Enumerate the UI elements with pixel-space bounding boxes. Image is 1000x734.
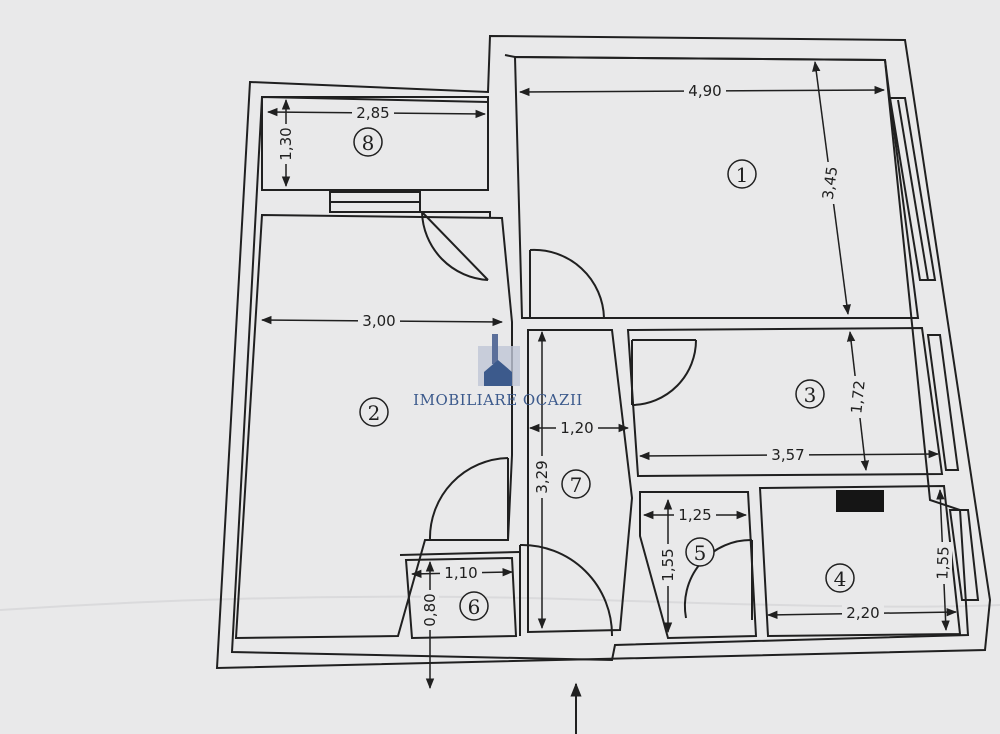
radiator-block	[836, 490, 884, 512]
room-6-marker	[459, 591, 489, 621]
room-1-outline	[513, 55, 920, 319]
room-6-outline	[404, 556, 518, 640]
room-4-outline	[758, 484, 962, 638]
room-3-number: 3	[804, 383, 817, 407]
room-5-number: 5	[694, 541, 707, 565]
room-1-number: 1	[736, 163, 749, 187]
room-7-marker	[561, 469, 591, 499]
room-4-number: 4	[834, 567, 847, 591]
room-6-wall	[399, 551, 521, 556]
watermark-text: IMOBILIARE OCAZII	[413, 391, 583, 409]
room-2-number: 2	[368, 401, 381, 425]
room-1-marker	[727, 159, 757, 189]
room-2-niche	[420, 211, 491, 218]
dim-room-3-height: 1,72	[847, 379, 868, 414]
dim-room-5-width: 1,25	[678, 506, 711, 524]
dim-room-1-height: 3,45	[819, 165, 841, 201]
room-4-marker	[825, 563, 855, 593]
dim-room-7-height: 3,29	[533, 460, 551, 493]
dim-room-7-width: 1,20	[560, 419, 593, 437]
room-7-outline	[527, 329, 634, 634]
room-3-window	[926, 334, 960, 471]
room-markers	[353, 127, 855, 621]
dim-room-4-width: 2,20	[846, 604, 879, 622]
room-3-outline	[626, 326, 944, 478]
room-5-marker	[685, 537, 715, 567]
room-5-outline	[639, 491, 758, 640]
dim-room-2-width: 3,00	[362, 312, 395, 330]
house-icon	[484, 360, 512, 386]
dim-room-3-width: 3,57	[771, 446, 804, 464]
room-2-marker	[359, 397, 389, 427]
door-room-3-icon	[631, 339, 697, 406]
dim-room-8-height: 1,30	[277, 127, 295, 160]
room-7-number: 7	[570, 473, 583, 497]
room-6-number: 6	[468, 595, 481, 619]
door-room-2-icon	[428, 457, 509, 541]
dim-room-5-height: 1,55	[659, 548, 677, 581]
door-room-8-icon	[421, 211, 489, 281]
room-1-window	[888, 97, 937, 281]
room-8-marker	[353, 127, 383, 157]
paper-fold	[0, 595, 1000, 611]
room-8-outline	[261, 96, 489, 191]
door-room-1-icon	[529, 248, 605, 319]
dim-room-8-width: 2,85	[356, 104, 389, 122]
dim-room-1-width: 4,90	[688, 82, 721, 100]
room-8-number: 8	[362, 131, 375, 155]
dim-room-6-height: 0,80	[421, 593, 439, 626]
dim-room-6-width: 1,10	[444, 564, 477, 582]
dim-room-4-height: 1,55	[933, 546, 952, 580]
outer-wall-outline	[215, 34, 992, 670]
room-3-marker	[795, 379, 825, 409]
watermark-logo: IMOBILIARE OCAZII	[413, 334, 583, 409]
room-4-window	[948, 509, 980, 601]
